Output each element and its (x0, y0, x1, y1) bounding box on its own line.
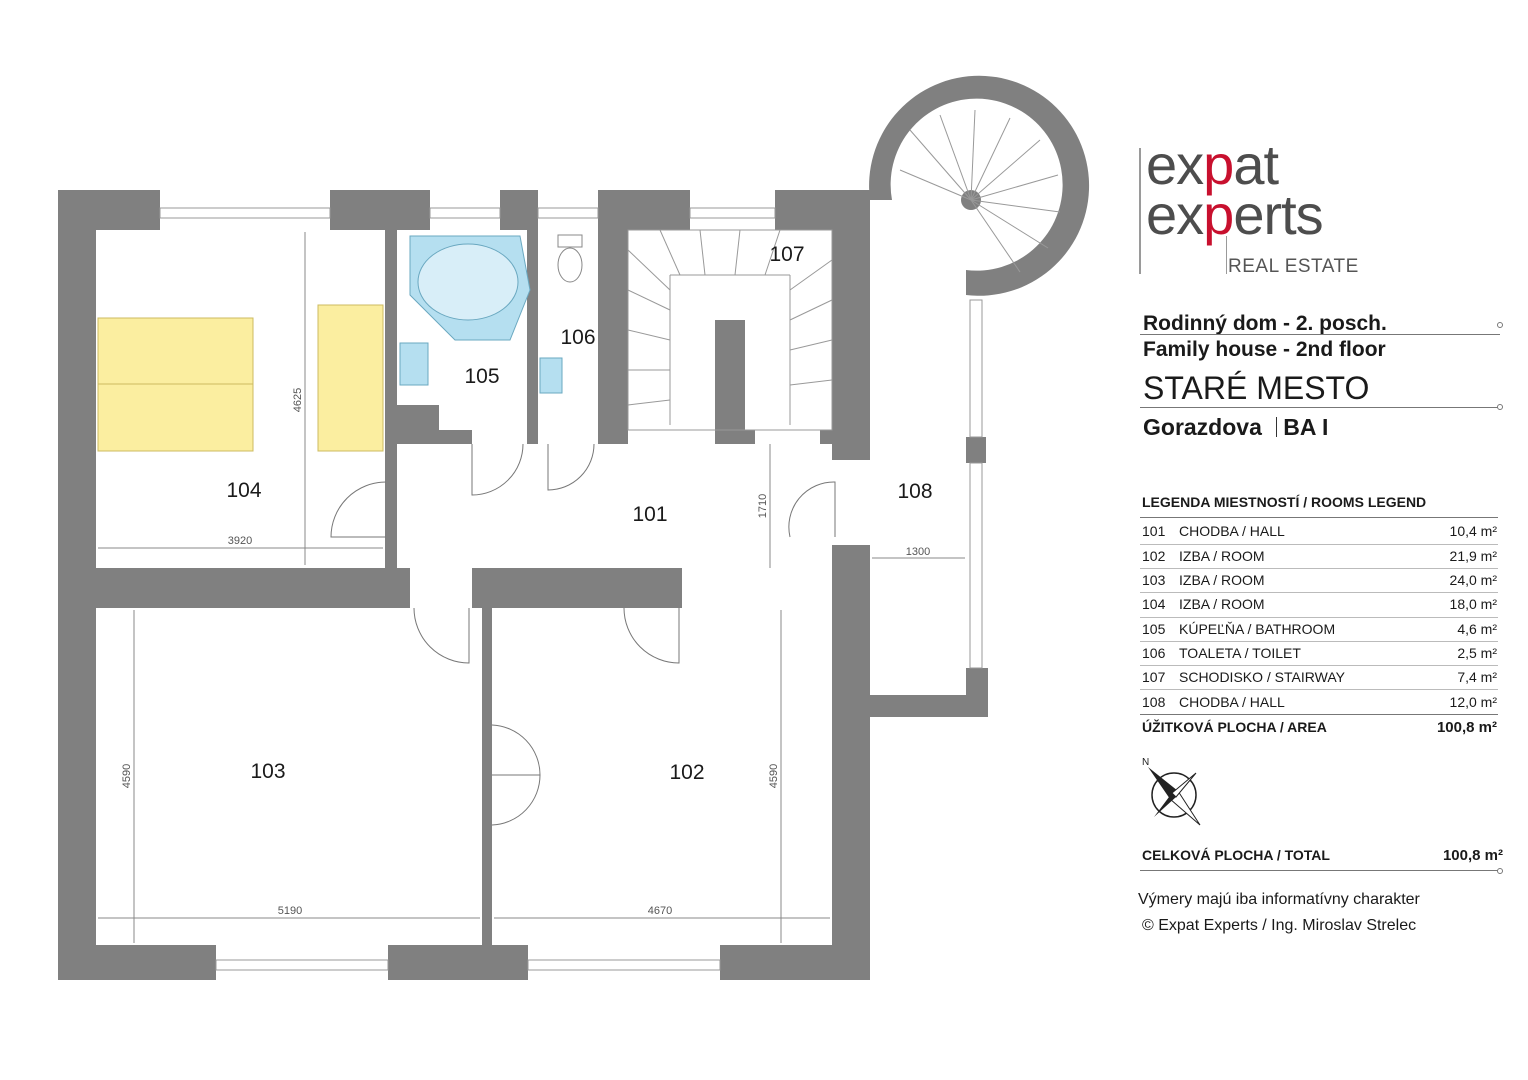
room-101-label: 101 (632, 503, 667, 526)
legend-title: LEGENDA MIESTNOSTÍ / ROOMS LEGEND (1142, 494, 1427, 510)
title-rule (1140, 334, 1500, 335)
room-105-label: 105 (464, 365, 499, 388)
dim-108-width: 1300 (906, 546, 930, 558)
rule-dot (1497, 404, 1503, 410)
room-104-label: 104 (226, 479, 261, 502)
street-line: Gorazdova BA I (1143, 414, 1328, 441)
windows (159, 207, 983, 971)
rule-dot (1497, 322, 1503, 328)
dimension-lines: 3920 4625 1710 1300 4590 5190 4590 4670 (98, 232, 965, 943)
spiral-staircase (869, 75, 1090, 296)
title-sk: Rodinný dom - 2. posch. (1143, 312, 1387, 335)
street-name: Gorazdova (1143, 414, 1262, 440)
dim-104-width: 3920 (228, 535, 252, 547)
disclaimer: Výmery majú iba informatívny charakter (1138, 891, 1420, 908)
brand-logo: expat experts (1146, 133, 1324, 246)
staircase (627, 229, 833, 431)
dim-103-depth: 4590 (121, 764, 133, 788)
brand-subtitle: REAL ESTATE (1228, 256, 1359, 277)
dim-103-width: 5190 (278, 905, 302, 917)
district-rule (1140, 407, 1500, 408)
room-103-label: 103 (250, 760, 285, 783)
rule-dot (1497, 868, 1503, 874)
district-title: STARÉ MESTO (1143, 370, 1370, 406)
title-en: Family house - 2nd floor (1143, 338, 1386, 361)
copyright: © Expat Experts / Ing. Miroslav Strelec (1142, 917, 1417, 934)
walls (58, 190, 988, 980)
beds (97, 304, 384, 452)
bathtub (399, 235, 563, 394)
doors (330, 443, 836, 826)
room-106-label: 106 (560, 326, 595, 349)
room-102-label: 102 (669, 761, 704, 784)
room-108-label: 108 (897, 480, 932, 503)
toilet (557, 234, 583, 283)
floor-plan: 3920 4625 1710 1300 4590 5190 4590 4670 … (58, 75, 1090, 980)
total-area: 100,8 m² (1442, 847, 1503, 864)
logo-divider (1139, 148, 1141, 274)
logo-divider-small (1226, 236, 1227, 274)
dim-102-depth: 4590 (768, 764, 780, 788)
room-numbers: 101 102 103 104 105 106 107 108 (226, 243, 932, 784)
dim-102-width: 4670 (648, 905, 672, 917)
total-label: CELKOVÁ PLOCHA / TOTAL (1142, 847, 1330, 863)
room-107-label: 107 (769, 243, 804, 266)
dim-101-depth: 1710 (757, 494, 769, 518)
total-row: CELKOVÁ PLOCHA / TOTAL 100,8 m² (1142, 847, 1503, 864)
area-code: BA I (1283, 414, 1329, 440)
north-arrow-icon: N (1142, 757, 1201, 826)
legend-divider (1140, 517, 1498, 518)
svg-text:N: N (1142, 757, 1149, 768)
dim-104-depth: 4625 (292, 388, 304, 412)
